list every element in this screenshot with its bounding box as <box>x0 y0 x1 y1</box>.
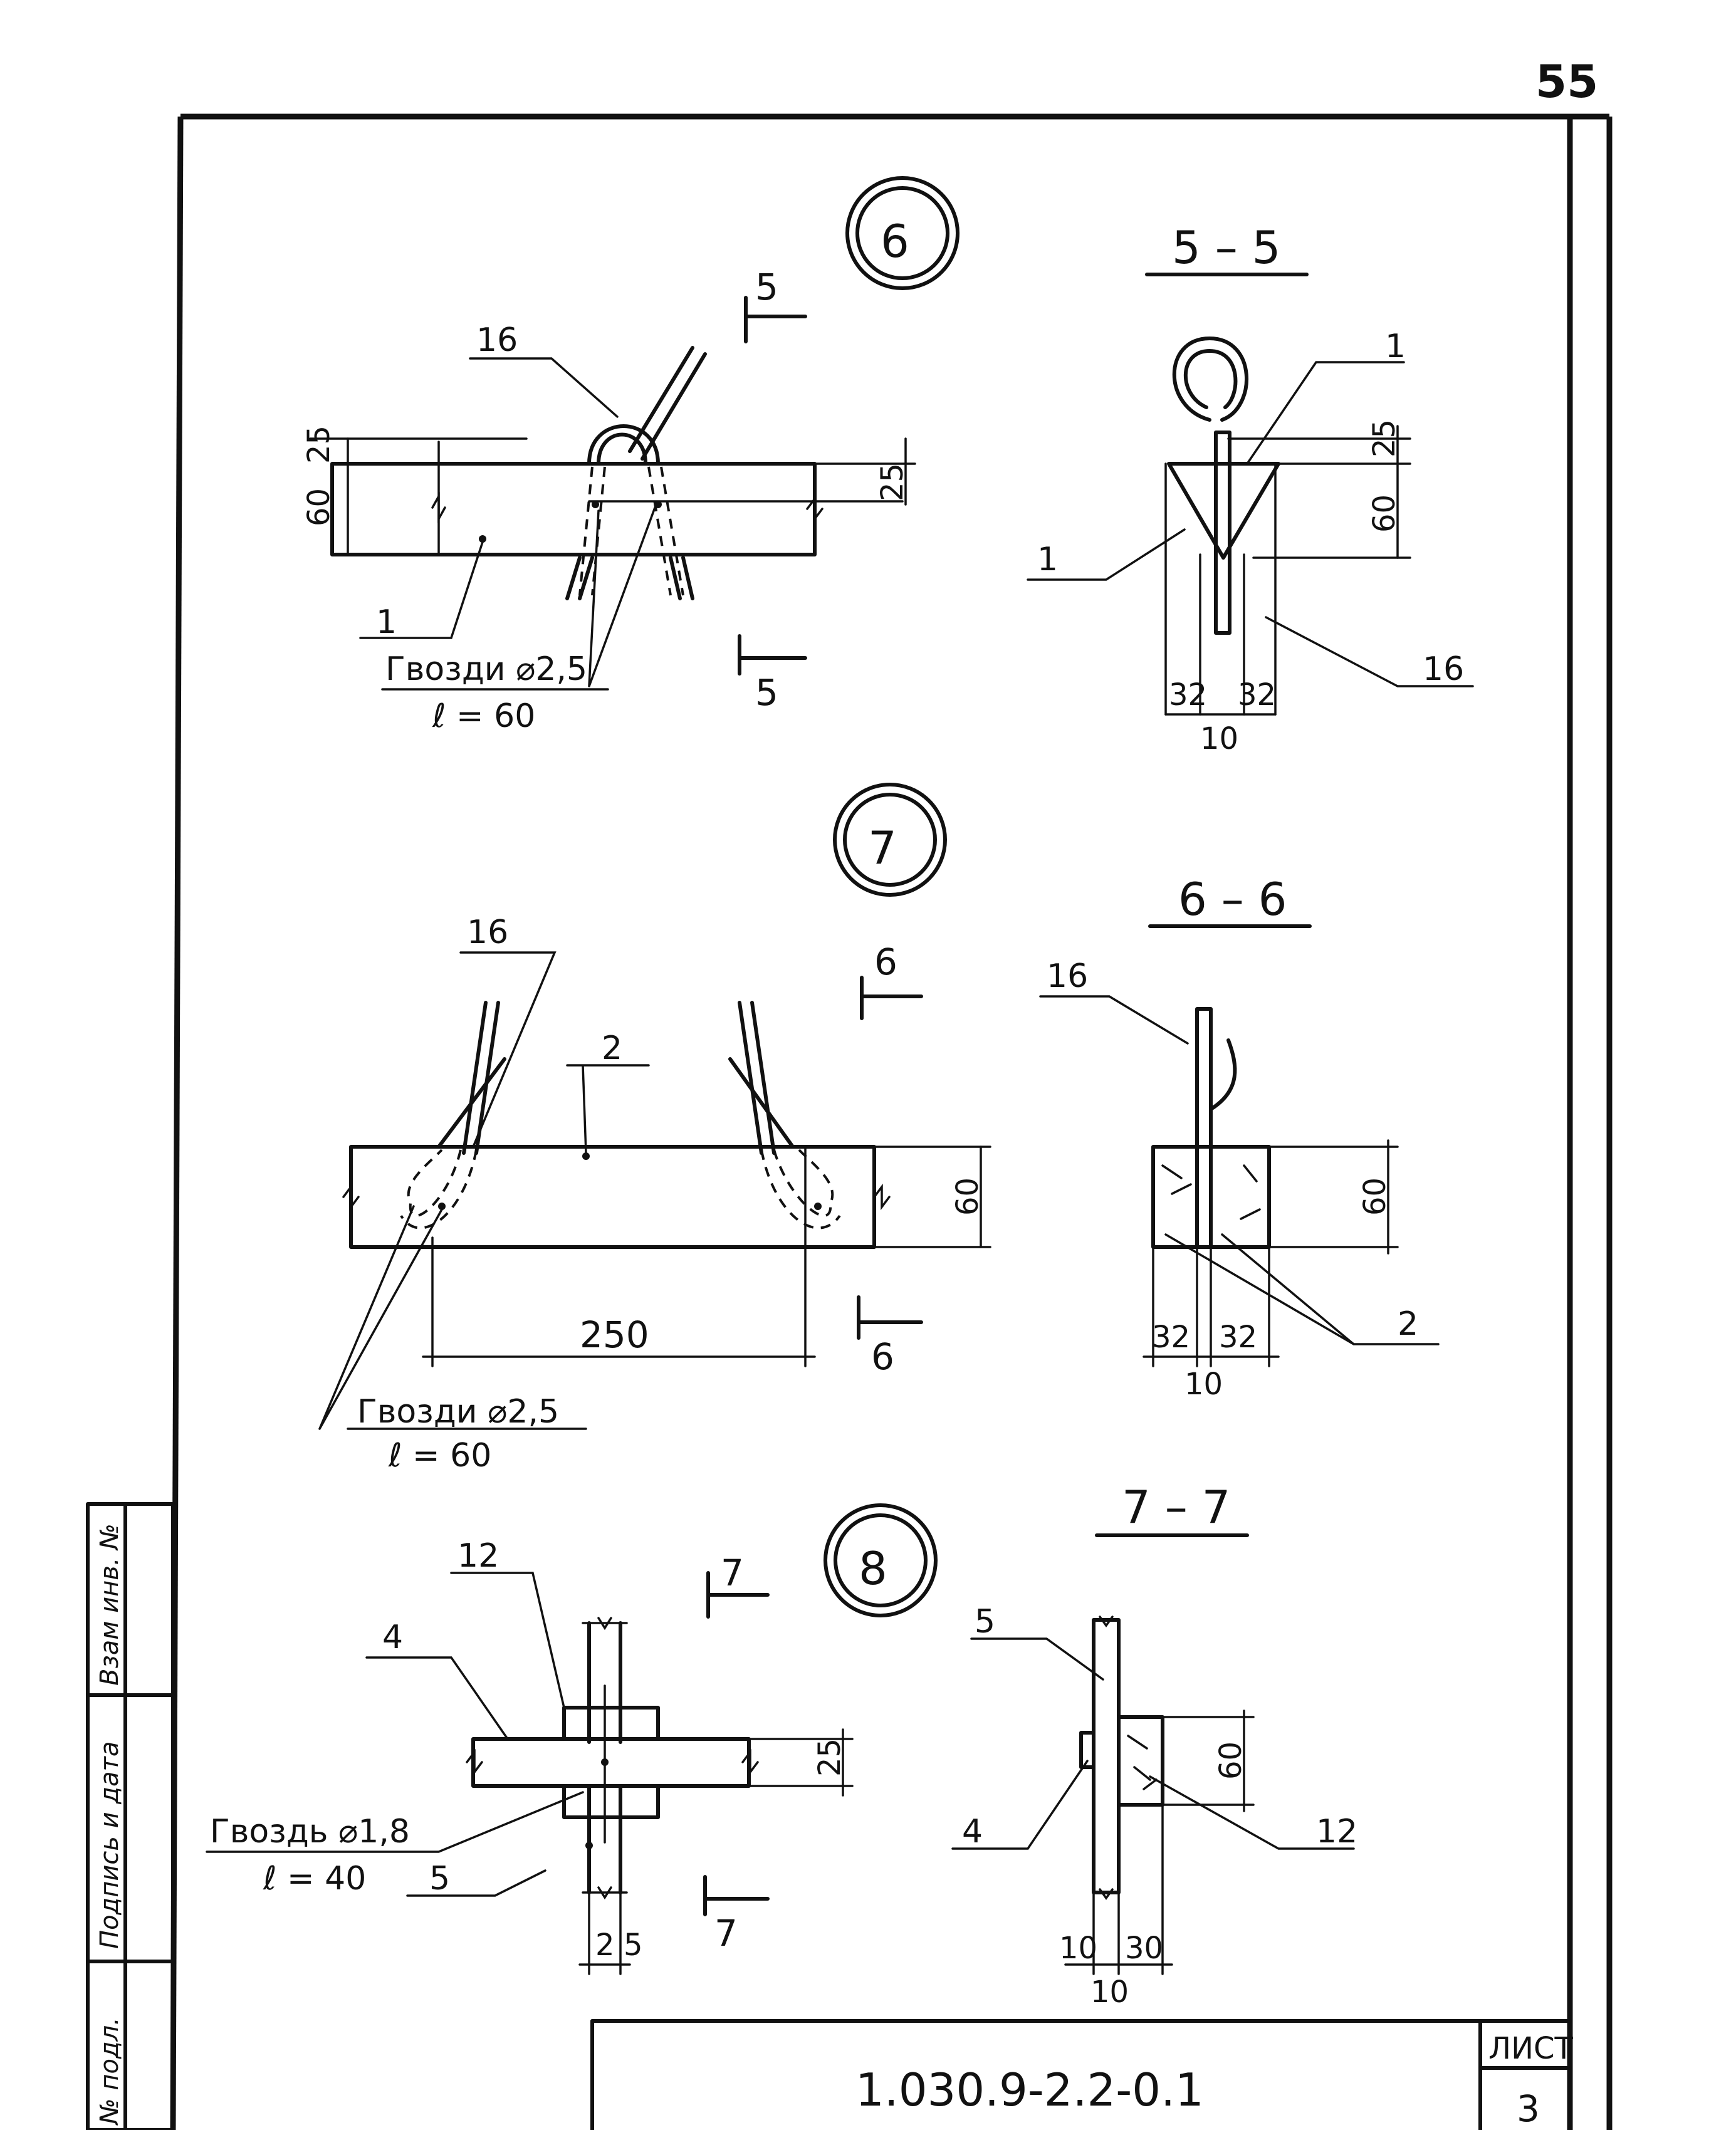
section-7-7: 7 – 7 60 10 30 10 5 4 12 <box>951 1481 1357 2010</box>
section-6-6-callout-part: 2 <box>1398 1305 1418 1343</box>
node-7-section-mark-bottom: 6 <box>871 1335 894 1378</box>
section-7-7-dim-bottom: 10 <box>1090 1975 1129 2010</box>
node-8-callout-5: 5 <box>429 1860 450 1898</box>
node-6-section-mark-top: 5 <box>755 266 778 308</box>
node-7-nails-line2: ℓ = 60 <box>388 1437 491 1475</box>
title-block-sheet-value: 3 <box>1517 2087 1540 2130</box>
node-6-nails-line1: Гвозди ⌀2,5 <box>385 650 587 688</box>
section-7-7-title: 7 – 7 <box>1122 1481 1230 1533</box>
section-7-7-dim-height: 60 <box>1213 1741 1248 1780</box>
section-5-5: 5 – 5 25 60 32 32 10 1 1 16 <box>1027 221 1474 756</box>
node-8-dim-bot-b: 5 <box>624 1928 643 1963</box>
node-7-section-mark-top: 6 <box>874 941 897 983</box>
node-6-number: 6 <box>881 215 909 268</box>
node-7-nails-line1: Гвозди ⌀2,5 <box>357 1393 559 1431</box>
node-8-section-mark-bottom: 7 <box>714 1912 738 1955</box>
section-5-5-dim-right: 32 <box>1238 677 1276 713</box>
node-8-callout-12: 12 <box>458 1537 499 1575</box>
node-6-nails-line2: ℓ = 60 <box>432 697 535 735</box>
section-7-7-callout-4: 4 <box>962 1813 983 1851</box>
node-6-callout-part: 1 <box>376 603 397 641</box>
node-6-dim-height: 60 <box>301 488 337 526</box>
section-5-5-dim-height: 60 <box>1367 494 1402 533</box>
section-6-6-dim-bottom: 10 <box>1184 1367 1223 1402</box>
node-8-dim-right: 25 <box>812 1738 847 1777</box>
section-5-5-dim-top: 25 <box>1367 419 1402 457</box>
node-6-callout-rope: 16 <box>476 321 518 359</box>
section-7-7-callout-12: 12 <box>1316 1813 1357 1851</box>
node-7: 7 6 6 60 250 16 2 <box>318 783 991 1475</box>
section-7-7-dim-right: 30 <box>1125 1931 1163 1966</box>
node-8-callout-4: 4 <box>382 1619 403 1656</box>
section-6-6-dim-height: 60 <box>1357 1177 1393 1216</box>
section-6-6-callout-rope: 16 <box>1047 958 1088 995</box>
node-8-section-mark-top: 7 <box>721 1552 744 1594</box>
stamp-field-number: № подл. <box>95 2017 124 2126</box>
section-5-5-callout-top: 1 <box>1385 328 1406 365</box>
node-8-number: 8 <box>859 1542 887 1595</box>
node-6-section-mark-bottom: 5 <box>755 671 778 714</box>
section-5-5-title: 5 – 5 <box>1172 221 1280 274</box>
section-6-6-dim-right: 32 <box>1219 1320 1257 1355</box>
node-8-nails-line2: ℓ = 40 <box>263 1860 366 1898</box>
node-8-nails-line1: Гвоздь ⌀1,8 <box>210 1813 410 1851</box>
node-6: 6 5 5 25 60 25 16 <box>301 176 960 735</box>
stamp-field-signature: Подпись и дата <box>95 1741 124 1949</box>
node-8: 8 7 7 25 2 5 12 4 5 Гвоздь ⌀1,8 ℓ = 40 <box>206 1503 938 1975</box>
title-block-sheet-label: ЛИСТ <box>1488 2031 1574 2066</box>
section-5-5-dim-left: 32 <box>1169 677 1207 713</box>
section-5-5-dim-bottom: 10 <box>1200 721 1238 756</box>
section-6-6-title: 6 – 6 <box>1178 873 1287 926</box>
stamp-field-reference: Взам инв. № <box>95 1523 124 1686</box>
section-5-5-callout-left: 1 <box>1037 541 1058 578</box>
node-7-callout-rope: 16 <box>467 914 508 951</box>
stamp-strip: Взам инв. № Подпись и дата № подл. <box>86 1502 175 2130</box>
node-7-dim-length: 250 <box>580 1313 649 1356</box>
section-7-7-callout-5: 5 <box>975 1603 995 1641</box>
node-6-dim-right: 25 <box>875 463 910 501</box>
section-7-7-dim-left: 10 <box>1059 1931 1097 1966</box>
section-6-6: 6 – 6 60 32 32 10 16 2 <box>1039 873 1440 1402</box>
node-7-dim-height: 60 <box>950 1177 985 1216</box>
title-block: ЛИСТ 3 1.030.9-2.2-0.1 <box>590 2019 1574 2130</box>
page-number: 55 <box>1535 55 1598 108</box>
section-5-5-callout-right: 16 <box>1423 650 1464 688</box>
node-8-dim-bot-a: 2 <box>595 1928 615 1963</box>
node-7-number: 7 <box>868 822 897 874</box>
section-6-6-dim-left: 32 <box>1152 1320 1190 1355</box>
node-7-callout-part: 2 <box>602 1030 622 1067</box>
sheet-code: 1.030.9-2.2-0.1 <box>855 2064 1204 2116</box>
node-6-dim-top: 25 <box>301 425 337 464</box>
